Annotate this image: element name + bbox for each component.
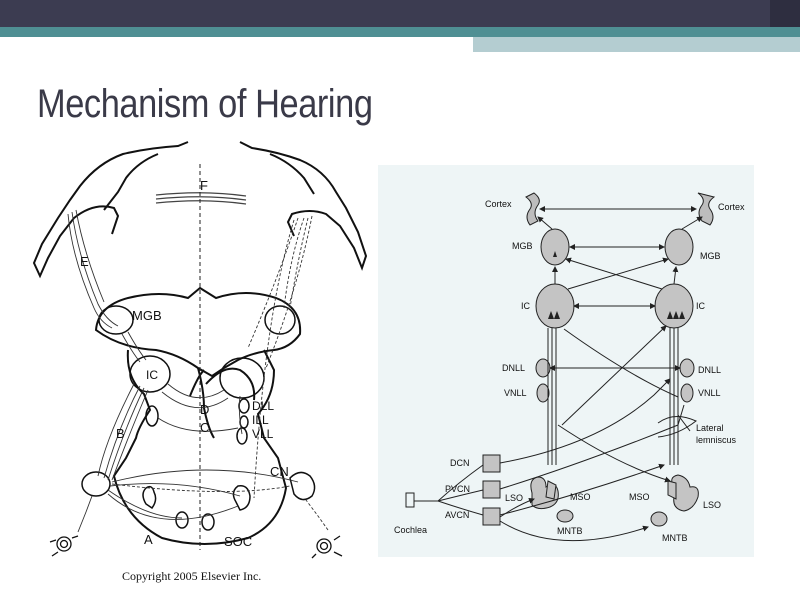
- label-lso-left: LSO: [505, 493, 523, 503]
- label-mso-left: MSO: [570, 492, 591, 502]
- right-mgb: [664, 228, 694, 266]
- left-mso: [545, 480, 557, 500]
- auditory-pathway-brain-section: F E MGB IC D C B A DLL ILL VLL CN SOC Co…: [32, 141, 368, 583]
- left-hemisphere-inner: [103, 153, 159, 211]
- avcn-box: [482, 507, 501, 526]
- label-dcn: DCN: [450, 458, 470, 468]
- left-ic: [535, 283, 575, 329]
- slide-top-bar: [0, 0, 800, 27]
- right-lso: [671, 474, 699, 512]
- right-mntb: [650, 511, 668, 527]
- right-hemisphere-inner: [269, 153, 315, 195]
- label-pvcn: PVCN: [445, 484, 470, 494]
- left-mgb: [540, 228, 570, 266]
- label-dnll-left: DNLL: [502, 363, 525, 373]
- label-mntb-right: MNTB: [662, 533, 688, 543]
- left-mntb: [556, 509, 574, 523]
- thalamus-outline: [94, 286, 302, 378]
- right-ic: [654, 283, 694, 329]
- left-hemisphere-outline: [32, 141, 189, 279]
- slide-title: Mechanism of Hearing: [37, 82, 373, 126]
- label-avcn: AVCN: [445, 510, 469, 520]
- label-cortex-right: Cortex: [718, 202, 745, 212]
- label-mgb: MGB: [132, 308, 162, 323]
- slide-teal-band: [0, 27, 800, 37]
- label-mgb-right: MGB: [700, 251, 721, 261]
- label-mgb-left: MGB: [512, 241, 533, 251]
- label-vll: VLL: [252, 427, 274, 441]
- label-lemniscus: lemniscus: [696, 435, 737, 445]
- auditory-pathway-schematic: Cortex Cortex MGB MGB IC IC DNLL DNLL VN…: [378, 165, 754, 557]
- label-ill: ILL: [252, 413, 269, 427]
- slide-light-band: [473, 37, 800, 52]
- label-c: C: [200, 420, 209, 435]
- copyright-notice: Copyright 2005 Elsevier Inc.: [122, 569, 261, 583]
- label-lateral: Lateral: [696, 423, 724, 433]
- label-cortex-left: Cortex: [485, 199, 512, 209]
- label-vnll-right: VNLL: [698, 388, 721, 398]
- label-ic: IC: [146, 368, 158, 382]
- cochlea-shape: [405, 492, 415, 508]
- label-ic-left: IC: [521, 301, 531, 311]
- label-e: E: [80, 254, 89, 269]
- label-ic-right: IC: [696, 301, 706, 311]
- right-hemisphere-outline: [239, 141, 368, 271]
- pvcn-box: [482, 480, 501, 499]
- label-a: A: [144, 532, 153, 547]
- right-mso: [667, 480, 677, 500]
- label-lso-right: LSO: [703, 500, 721, 510]
- slide-top-bar-accent: [770, 0, 800, 27]
- right-dnll: [679, 358, 695, 378]
- label-dll: DLL: [252, 399, 274, 413]
- label-soc: SOC: [224, 534, 252, 549]
- label-b: B: [116, 426, 125, 441]
- label-cn: CN: [270, 464, 289, 479]
- brainstem-outline: [112, 349, 288, 545]
- label-vnll-left: VNLL: [504, 388, 527, 398]
- left-cortex-shape: [525, 192, 540, 226]
- label-d: D: [200, 402, 209, 417]
- left-vnll: [536, 383, 550, 403]
- label-f: F: [200, 178, 208, 193]
- right-cochlear-nucleus: [289, 471, 316, 501]
- dcn-box: [482, 454, 501, 473]
- label-mso-right: MSO: [629, 492, 650, 502]
- label-mntb-left: MNTB: [557, 526, 583, 536]
- right-vnll: [680, 383, 694, 403]
- label-cochlea: Cochlea: [394, 525, 427, 535]
- label-dnll-right: DNLL: [698, 365, 721, 375]
